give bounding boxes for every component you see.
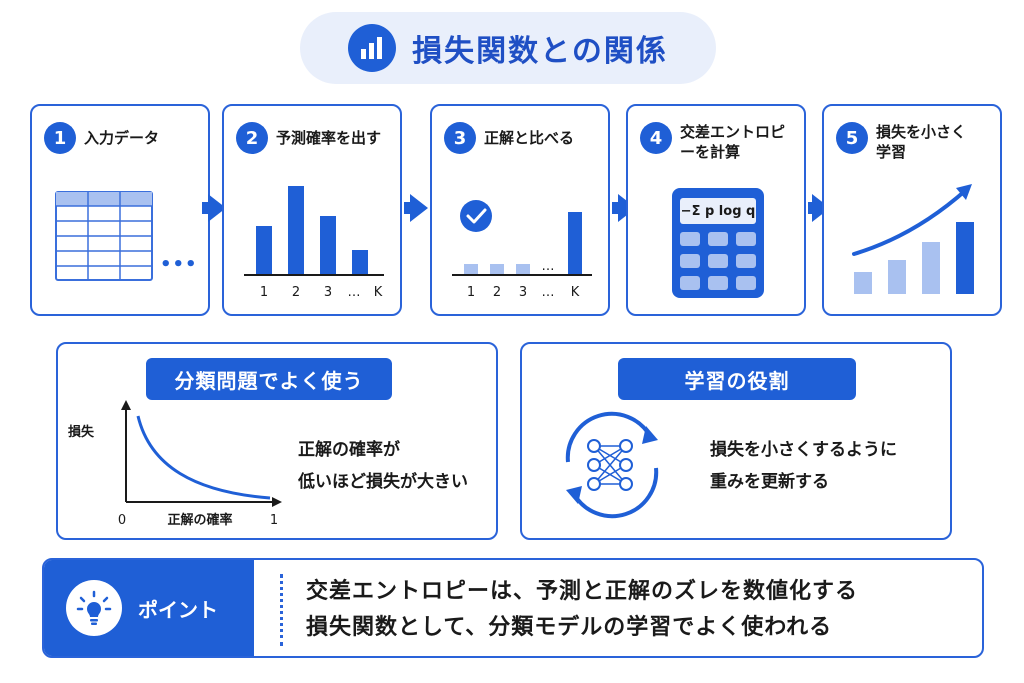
y-axis-label: 損失 bbox=[68, 424, 95, 440]
point-label: ポイント bbox=[138, 597, 218, 622]
flow-arrow-head bbox=[208, 194, 226, 222]
point-header: ポイント bbox=[44, 560, 254, 656]
tick-label: 3 bbox=[324, 285, 332, 300]
probability-bar-chart: 1 2 3 … K bbox=[244, 186, 384, 300]
step-label: 入力データ bbox=[84, 129, 160, 147]
tick-label: 1 bbox=[260, 285, 268, 300]
target-bar-chart: … 1 2 3 … K bbox=[452, 200, 592, 300]
flow-arrow bbox=[612, 202, 620, 214]
network-update-icon bbox=[565, 411, 659, 519]
panel-title: 分類問題でよく使う bbox=[146, 358, 392, 400]
tick-label: K bbox=[571, 285, 580, 300]
step-card-4: 4 交差エントロピーを計算 −Σ p log q bbox=[626, 104, 806, 316]
point-text: 交差エントロピーは、予測と正解のズレを数値化する 損失関数として、分類モデルの学… bbox=[306, 574, 858, 646]
calculator-icon: −Σ p log q bbox=[672, 188, 764, 298]
calc-display: −Σ p log q bbox=[680, 198, 756, 224]
step-card-1: 1 入力データ ••• bbox=[30, 104, 210, 316]
step-card-3: 3 正解と比べる … 1 2 3 … K bbox=[430, 104, 610, 316]
bars-ellipsis: … bbox=[542, 259, 555, 274]
step-card-5: 5 損失を小さく学習 bbox=[822, 104, 1002, 316]
x-axis-label: 正解の確率 bbox=[167, 512, 232, 528]
check-icon bbox=[460, 200, 492, 232]
step-number: 3 bbox=[444, 122, 476, 154]
classification-panel: 分類問題でよく使う 損失 0 正解の確率 1 正解の確率が 低いほど損失が大きい bbox=[56, 342, 498, 540]
point-line-1: 交差エントロピーは、予測と正解のズレを数値化する bbox=[306, 579, 859, 604]
tick-label: … bbox=[542, 285, 555, 300]
flow-arrow-head bbox=[410, 194, 428, 222]
step-label: 損失を小さく学習 bbox=[876, 123, 967, 161]
tick-label: 2 bbox=[292, 285, 300, 300]
lightbulb-icon bbox=[66, 580, 122, 636]
prob-bar bbox=[256, 226, 272, 274]
data-table-icon bbox=[55, 191, 153, 281]
panel-title: 学習の役割 bbox=[618, 358, 856, 400]
x-tick-0: 0 bbox=[118, 513, 126, 528]
panel-description-2: 低いほど損失が大きい bbox=[298, 472, 468, 492]
step-card-2: 2 予測確率を出す 1 2 3 … K bbox=[222, 104, 402, 316]
improvement-chart-icon bbox=[852, 184, 974, 294]
prob-bar bbox=[352, 250, 368, 274]
tick-label: 1 bbox=[467, 285, 475, 300]
panel-description-1: 正解の確率が bbox=[298, 440, 400, 460]
more-ellipsis: ••• bbox=[160, 254, 198, 275]
step-number: 4 bbox=[640, 122, 672, 154]
tick-label: K bbox=[374, 285, 383, 300]
step-number: 1 bbox=[44, 122, 76, 154]
tick-label: 2 bbox=[493, 285, 501, 300]
step-number: 5 bbox=[836, 122, 868, 154]
bar-chart-icon bbox=[348, 24, 397, 72]
loss-curve-chart: 損失 0 正解の確率 1 bbox=[68, 400, 282, 528]
step-number: 2 bbox=[236, 122, 268, 154]
prob-bar bbox=[288, 186, 304, 274]
step-label: 正解と比べる bbox=[484, 129, 575, 147]
panel-description-1: 損失を小さくするように bbox=[710, 440, 897, 460]
tick-label: 3 bbox=[519, 285, 527, 300]
dotted-divider bbox=[280, 574, 283, 646]
tick-label: … bbox=[348, 285, 361, 300]
point-line-2: 損失関数として、分類モデルの学習でよく使われる bbox=[306, 615, 833, 640]
x-tick-1: 1 bbox=[270, 513, 278, 528]
page-title: 損失関数との関係 bbox=[412, 34, 668, 69]
point-banner: ポイント 交差エントロピーは、予測と正解のズレを数値化する 損失関数として、分類… bbox=[42, 558, 984, 658]
step-label: 予測確率を出す bbox=[276, 129, 382, 147]
prob-bar bbox=[320, 216, 336, 274]
step-label: 交差エントロピーを計算 bbox=[680, 123, 786, 161]
flow-arrow bbox=[202, 202, 210, 214]
title-banner: 損失関数との関係 bbox=[300, 12, 716, 84]
learning-role-panel: 学習の役割 損失を小さくするように 重みを更新する bbox=[520, 342, 952, 540]
panel-description-2: 重みを更新する bbox=[710, 472, 829, 492]
flow-arrow bbox=[404, 202, 412, 214]
